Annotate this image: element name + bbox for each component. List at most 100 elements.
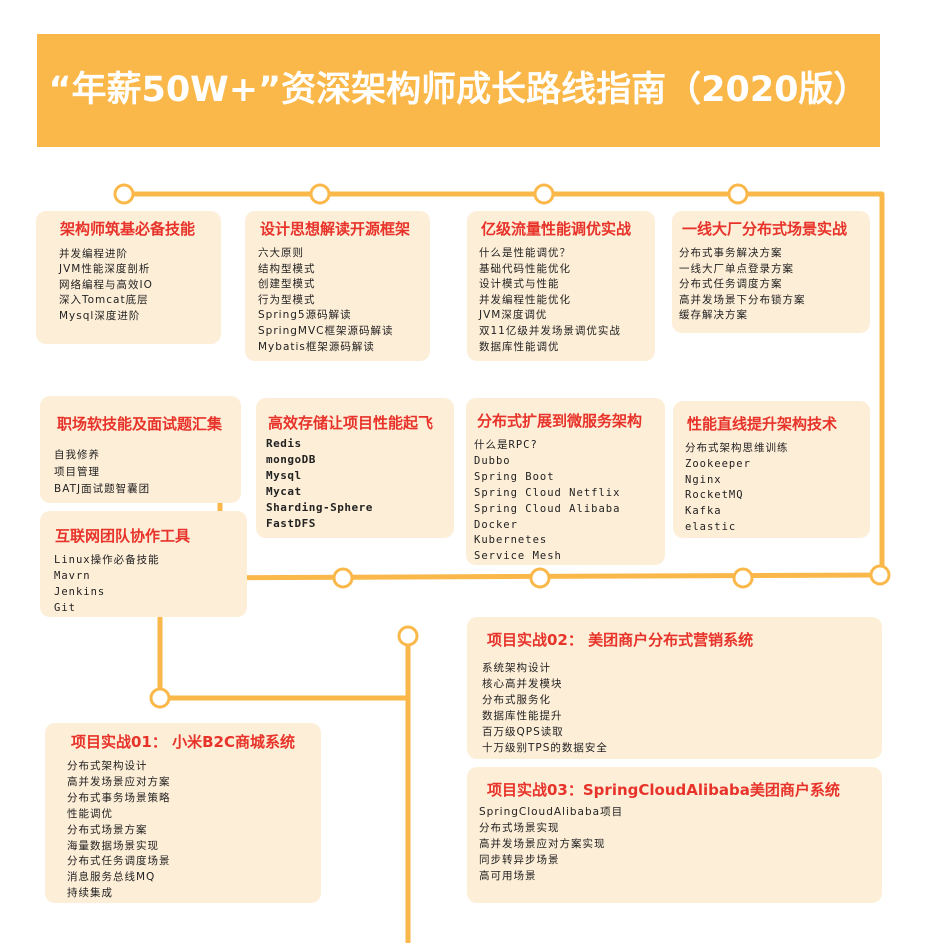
list-item: 分布式任务调度方案 [679,278,783,291]
list-item: Mysql深度进阶 [59,309,141,322]
list-item: JVM性能深度剖析 [59,263,151,276]
list-item: Redis [266,437,302,450]
card-design-patterns: 设计思想解读开源框架 六大原则 结构型模式 创建型模式 行为型模式 Spring… [245,211,430,361]
list-item: 分布式架构思维训练 [685,442,789,454]
card-list: 系统架构设计 核心高并发模块 分布式服务化 数据库性能提升 百万级QPS读取 十… [482,660,608,756]
card-list: 自我修养 项目管理 BATJ面试题智囊团 [54,447,150,498]
card-list: 并发编程进阶 JVM性能深度剖析 网络编程与高效IO 深入Tomcat底层 My… [59,247,153,324]
list-item: 什么是性能调优？ [479,247,571,259]
list-item: 自我修养 [54,449,100,461]
card-title: 设计思想解读开源框架 [260,220,411,238]
list-item: Mavrn [54,570,91,582]
rail-node [529,567,551,589]
card-list: 什么是RPC? Dubbo Spring Boot Spring Cloud N… [474,438,620,565]
list-item: 持续集成 [67,887,113,900]
card-title: 职场软技能及面试题汇集 [57,415,223,433]
list-item: Spring5源码解读 [258,309,352,322]
list-item: 高并发场景应对方案 [67,775,171,788]
list-item: 数据库性能提升 [482,710,563,722]
page-title: “年薪50W+”资深架构师成长路线指南（2020版） [48,70,869,110]
list-item: 分布式事务场景策略 [67,791,171,804]
card-title: 互联网团队协作工具 [55,527,191,545]
list-item: 设计模式与性能 [479,278,560,291]
list-item: 分布式事务解决方案 [679,247,783,259]
list-item: Zookeeper [685,457,751,470]
list-item: Sharding-Sphere [266,501,373,514]
list-item: Linux操作必备技能 [54,554,160,566]
list-item: 百万级QPS读取 [482,726,564,738]
list-item: 什么是RPC? [474,439,538,451]
list-item: 系统架构设计 [482,662,551,674]
list-item: 六大原则 [258,247,304,259]
list-item: Git [54,602,76,614]
list-item: 并发编程性能优化 [479,293,571,306]
card-list: 分布式架构思维训练 Zookeeper Nginx RocketMQ Kafka… [685,441,789,536]
list-item: 高并发场景下分布锁方案 [679,293,806,306]
list-item: JVM深度调优 [479,309,548,322]
rail-node [727,183,749,205]
list-item: Kafka [685,505,722,518]
card-list: SpringCloudAlibaba项目 分布式场景实现 高并发场景应对方案实现… [479,804,623,884]
list-item: 项目管理 [54,466,100,478]
card-title: 高效存储让项目性能起飞 [268,414,434,432]
list-item: 分布式服务化 [482,694,551,706]
card-title: 一线大厂分布式场景实战 [682,220,848,238]
card-title: 性能直线提升架构技术 [687,415,838,433]
card-project-03: 项目实战03：SpringCloudAlibaba美团商户系统 SpringCl… [467,767,882,903]
list-item: 高并发场景应对方案实现 [479,838,606,850]
rail-node [533,183,555,205]
list-item: 创建型模式 [258,278,316,291]
card-list: 分布式事务解决方案 一线大厂单点登录方案 分布式任务调度方案 高并发场景下分布锁… [679,246,806,324]
list-item: Spring Cloud Netflix [474,486,621,499]
list-item: 缓存解决方案 [679,309,748,322]
card-list: 六大原则 结构型模式 创建型模式 行为型模式 Spring5源码解读 Sprin… [258,246,393,355]
card-team-tools: 互联网团队协作工具 Linux操作必备技能 Mavrn Jenkins Git [40,511,247,617]
card-soft-skills: 职场软技能及面试题汇集 自我修养 项目管理 BATJ面试题智囊团 [40,396,241,503]
list-item: 数据库性能调优 [479,340,560,353]
list-item: elastic [685,520,737,533]
card-architect-foundation: 架构师筑基必备技能 并发编程进阶 JVM性能深度剖析 网络编程与高效IO 深入T… [36,211,221,344]
list-item: 深入Tomcat底层 [59,294,149,307]
card-list: 分布式架构设计 高并发场景应对方案 分布式事务场景策略 性能调优 分布式场景方案… [67,759,171,902]
list-item: 性能调优 [67,807,113,820]
list-item: 海量数据场景实现 [67,839,159,852]
list-item: Dubbo [474,454,511,467]
card-project-02: 项目实战02： 美团商户分布式营销系统 系统架构设计 核心高并发模块 分布式服务… [467,617,882,759]
card-microservices: 分布式扩展到微服务架构 什么是RPC? Dubbo Spring Boot Sp… [466,398,665,565]
card-title: 项目实战03：SpringCloudAlibaba美团商户系统 [487,781,840,799]
list-item: RocketMQ [685,489,744,502]
list-item: Mysql [266,469,302,482]
card-list: Redis mongoDB Mysql Mycat Sharding-Spher… [266,436,373,532]
list-item: mongoDB [266,453,316,466]
card-title: 架构师筑基必备技能 [60,220,196,238]
card-list: 什么是性能调优？ 基础代码性能优化 设计模式与性能 并发编程性能优化 JVM深度… [479,246,621,355]
list-item: 网络编程与高效IO [59,278,153,291]
rail-node [332,567,354,589]
list-item: Kubernetes [474,534,548,547]
list-item: 分布式场景方案 [67,823,148,836]
list-item: 结构型模式 [258,262,316,275]
list-item: FastDFS [266,517,316,530]
card-title: 分布式扩展到微服务架构 [477,412,643,430]
list-item: Mycat [266,485,302,498]
rail-node [732,567,754,589]
list-item: 同步转异步场景 [479,854,560,866]
card-distributed-scenarios: 一线大厂分布式场景实战 分布式事务解决方案 一线大厂单点登录方案 分布式任务调度… [672,211,870,333]
list-item: 高可用场景 [479,870,537,882]
list-item: 基础代码性能优化 [479,262,571,275]
list-item: 十万级别TPS的数据安全 [482,742,608,754]
card-storage: 高效存储让项目性能起飞 Redis mongoDB Mysql Mycat Sh… [256,398,454,538]
rail-node [397,625,419,647]
card-architecture-tech: 性能直线提升架构技术 分布式架构思维训练 Zookeeper Nginx Roc… [673,401,870,538]
card-list: Linux操作必备技能 Mavrn Jenkins Git [54,552,160,616]
list-item: SpringMVC框架源码解读 [258,324,394,337]
list-item: Spring Boot [474,470,555,483]
rail-node [869,564,891,586]
list-item: 核心高并发模块 [482,678,563,690]
card-title: 亿级流量性能调优实战 [481,220,632,238]
rail-node [309,183,331,205]
list-item: 消息服务总线MQ [67,871,156,884]
card-project-01: 项目实战01： 小米B2C商城系统 分布式架构设计 高并发场景应对方案 分布式事… [45,723,321,903]
list-item: 分布式架构设计 [67,760,148,772]
list-item: Nginx [685,473,722,486]
